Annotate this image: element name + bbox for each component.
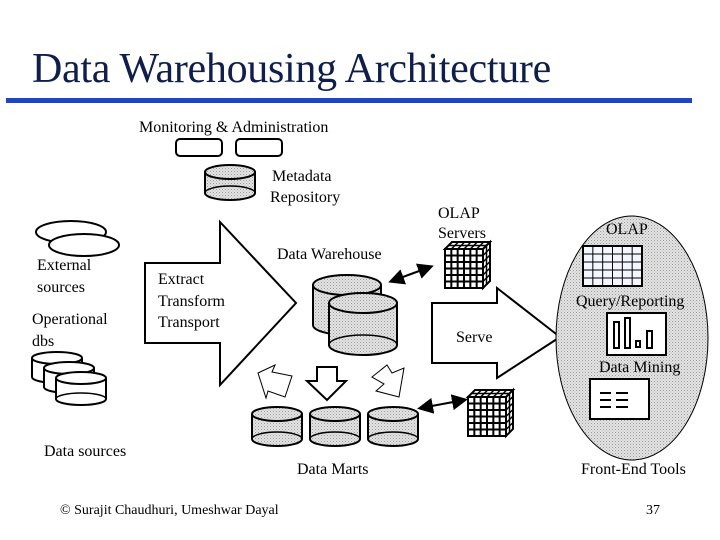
distribution-arrow-right — [371, 364, 405, 398]
query-reporting-label: Query/Reporting — [576, 293, 685, 310]
monitoring-box-2 — [235, 138, 283, 157]
etl-label-extract: Extract — [158, 271, 205, 288]
metadata-repository-cylinder — [204, 164, 256, 201]
monitoring-admin-label: Monitoring & Administration — [139, 119, 329, 136]
olap-server-cube — [465, 387, 516, 439]
etl-label-transform: Transform — [158, 293, 225, 310]
data-mart-cylinder — [309, 406, 361, 447]
metadata-label-line2: Repository — [270, 189, 341, 206]
monitoring-box-1 — [175, 138, 223, 157]
metadata-label-line1: Metadata — [272, 168, 332, 185]
operational-dbs-label-line2: dbs — [32, 333, 55, 350]
olap-server-cube — [442, 239, 493, 291]
operational-dbs-label-line1: Operational — [32, 311, 108, 328]
external-sources-label-line1: External — [37, 257, 92, 274]
page-number: 37 — [646, 503, 660, 518]
data-mining-label: Data Mining — [599, 359, 681, 376]
olap-servers-label-line2: Servers — [438, 225, 486, 242]
footer-credit: © Surajit Chaudhuri, Umeshwar Dayal — [60, 503, 279, 518]
front-end-tools-label: Front-End Tools — [581, 461, 686, 478]
bar-chart-icon — [606, 312, 667, 356]
olap-label: OLAP — [606, 221, 648, 238]
data-mart-cylinder — [251, 406, 303, 447]
title-underline — [6, 98, 692, 103]
etl-label-transport: Transport — [158, 314, 220, 331]
data-warehouse-cylinder — [328, 292, 398, 356]
external-sources-icon — [35, 220, 120, 257]
slide-title: Data Warehousing Architecture — [32, 46, 551, 92]
data-sources-label: Data sources — [44, 443, 127, 460]
data-mart-cylinder — [367, 406, 419, 447]
marts-olap-link-arrow — [417, 394, 468, 414]
document-list-icon — [589, 378, 650, 420]
etl-arrow — [144, 219, 298, 388]
data-warehouse-label: Data Warehouse — [277, 246, 382, 263]
serve-label: Serve — [456, 329, 493, 346]
olap-servers-label-line1: OLAP — [438, 205, 480, 222]
olap-grid-icon — [582, 245, 643, 287]
operational-db-cylinder — [55, 371, 107, 406]
serve-arrow — [431, 285, 562, 380]
data-marts-label: Data Marts — [297, 461, 369, 478]
distribution-arrow-left — [257, 363, 293, 400]
dw-olap-link-arrow — [388, 263, 434, 285]
external-sources-label-line2: sources — [37, 279, 85, 296]
distribution-arrow-down — [304, 366, 349, 402]
